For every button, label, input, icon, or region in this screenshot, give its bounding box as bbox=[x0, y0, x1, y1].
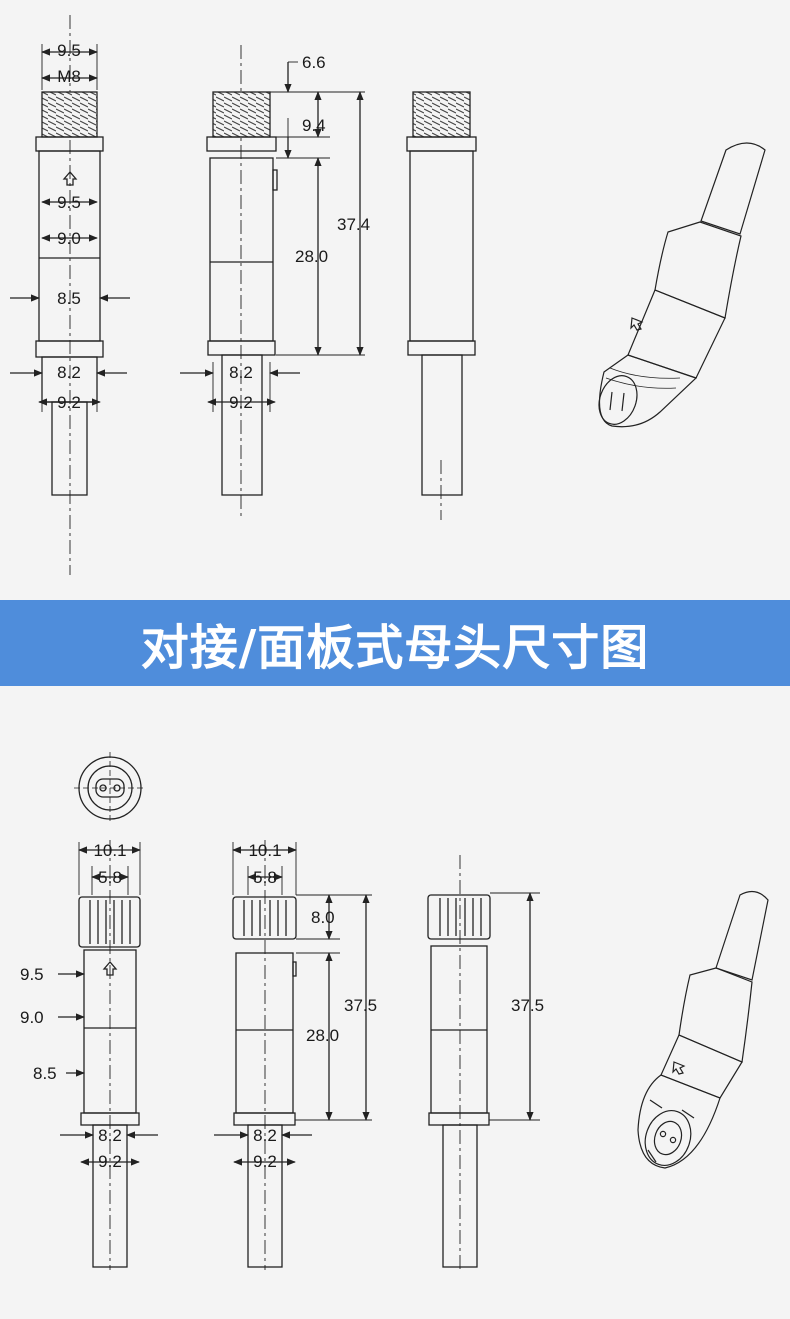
dim-label: 8.5 bbox=[57, 289, 81, 308]
dim-label: 9.5 bbox=[57, 193, 81, 212]
dim-label: 5.8 bbox=[98, 868, 122, 887]
male-side-view bbox=[180, 45, 365, 520]
dim-label: 9.2 bbox=[253, 1152, 277, 1171]
female-front-view bbox=[58, 840, 158, 1270]
dim-label: 9.4 bbox=[302, 116, 326, 135]
dim-label: 8.2 bbox=[57, 363, 81, 382]
arrow-mark-icon bbox=[672, 1061, 686, 1075]
dim-label: 9.5 bbox=[57, 41, 81, 60]
thread-label: M8 bbox=[57, 67, 81, 86]
dim-label: 37.5 bbox=[344, 996, 377, 1015]
female-side-view bbox=[214, 840, 372, 1270]
dim-label: 9.5 bbox=[20, 965, 44, 984]
female-plain-view bbox=[427, 855, 540, 1270]
dim-label: 9.2 bbox=[98, 1152, 122, 1171]
arrow-mark-icon bbox=[630, 317, 644, 331]
dim-label: 8.2 bbox=[98, 1126, 122, 1145]
dim-label: 10.1 bbox=[248, 841, 281, 860]
dim-label: 8.0 bbox=[311, 908, 335, 927]
dim-label: 9.0 bbox=[57, 229, 81, 248]
dim-label: 37.5 bbox=[511, 996, 544, 1015]
dim-label: 28.0 bbox=[306, 1026, 339, 1045]
dim-label: 8.2 bbox=[229, 363, 253, 382]
female-end-view bbox=[74, 752, 146, 824]
arrow-mark-icon bbox=[102, 961, 118, 976]
dim-label: 6.6 bbox=[302, 53, 326, 72]
dim-label: 8.2 bbox=[253, 1126, 277, 1145]
male-plain-view bbox=[406, 91, 477, 520]
section-banner: 对接/面板式母头尺寸图 bbox=[0, 600, 790, 686]
dim-label: 28.0 bbox=[295, 247, 328, 266]
dim-label: 9.2 bbox=[229, 393, 253, 412]
female-connector-3d bbox=[637, 890, 769, 1169]
male-front-view bbox=[10, 15, 130, 575]
dim-label: 9.0 bbox=[20, 1008, 44, 1027]
arrow-mark-icon bbox=[62, 171, 78, 186]
dim-label: 37.4 bbox=[337, 215, 370, 234]
dim-label: 10.1 bbox=[93, 841, 126, 860]
male-connector-3d bbox=[598, 142, 766, 428]
dim-label: 9.2 bbox=[57, 393, 81, 412]
dim-label: 8.5 bbox=[33, 1064, 57, 1083]
dim-label: 5.8 bbox=[253, 868, 277, 887]
banner-title: 对接/面板式母头尺寸图 bbox=[140, 620, 650, 676]
